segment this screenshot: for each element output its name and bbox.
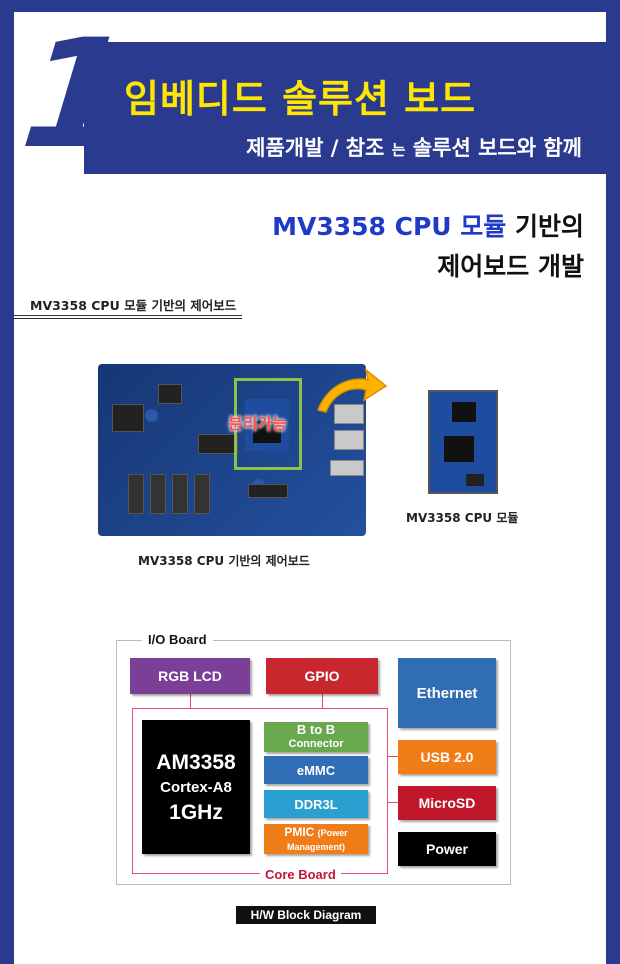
core-board-label: Core Board — [260, 867, 341, 882]
section-divider — [14, 315, 242, 316]
header: 1 임베디드 솔루션 보드 제품개발 / 참조 는 솔루션 보드와 함께 — [14, 8, 606, 182]
cpu-block: AM3358 Cortex-A8 1GHz — [142, 720, 250, 854]
microsd-block: MicroSD — [398, 786, 496, 820]
usb-block: USB 2.0 — [398, 740, 496, 774]
ddr3l-block: DDR3L — [264, 790, 368, 818]
block-diagram-frame — [116, 640, 511, 885]
curved-arrow-icon — [316, 368, 388, 413]
b2b-connector-block: B to B Connector — [264, 722, 368, 752]
emmc-block: eMMC — [264, 756, 368, 784]
control-board-photo — [98, 364, 366, 536]
headline: MV3358 CPU 모듈 기반의 제어보드 개발 — [272, 207, 584, 287]
separable-label: 분리가능 — [228, 414, 287, 433]
headline-line2: 제어보드 개발 — [437, 252, 584, 281]
ethernet-block: Ethernet — [398, 658, 496, 728]
header-band — [84, 42, 606, 174]
headline-highlight: MV3358 CPU 모듈 — [272, 212, 507, 241]
cpu-module-highlight — [234, 378, 302, 470]
power-block: Power — [398, 832, 496, 866]
pmic-block: PMIC (Power Management) — [264, 824, 368, 854]
cpu-module-photo — [428, 390, 498, 494]
diagram-caption: H/W Block Diagram — [236, 906, 376, 924]
board-caption: MV3358 CPU 기반의 제어보드 — [138, 554, 310, 568]
rgb-lcd-block: RGB LCD — [130, 658, 250, 694]
module-caption: MV3358 CPU 모듈 — [406, 511, 519, 525]
io-board-label: I/O Board — [142, 632, 213, 647]
section-label: MV3358 CPU 모듈 기반의 제어보드 — [30, 298, 237, 313]
gpio-block: GPIO — [266, 658, 378, 694]
page: 1 임베디드 솔루션 보드 제품개발 / 참조 는 솔루션 보드와 함께 MV3… — [14, 8, 606, 964]
header-subtitle: 제품개발 / 참조 는 솔루션 보드와 함께 — [246, 136, 582, 160]
header-title: 임베디드 솔루션 보드 — [124, 77, 477, 121]
